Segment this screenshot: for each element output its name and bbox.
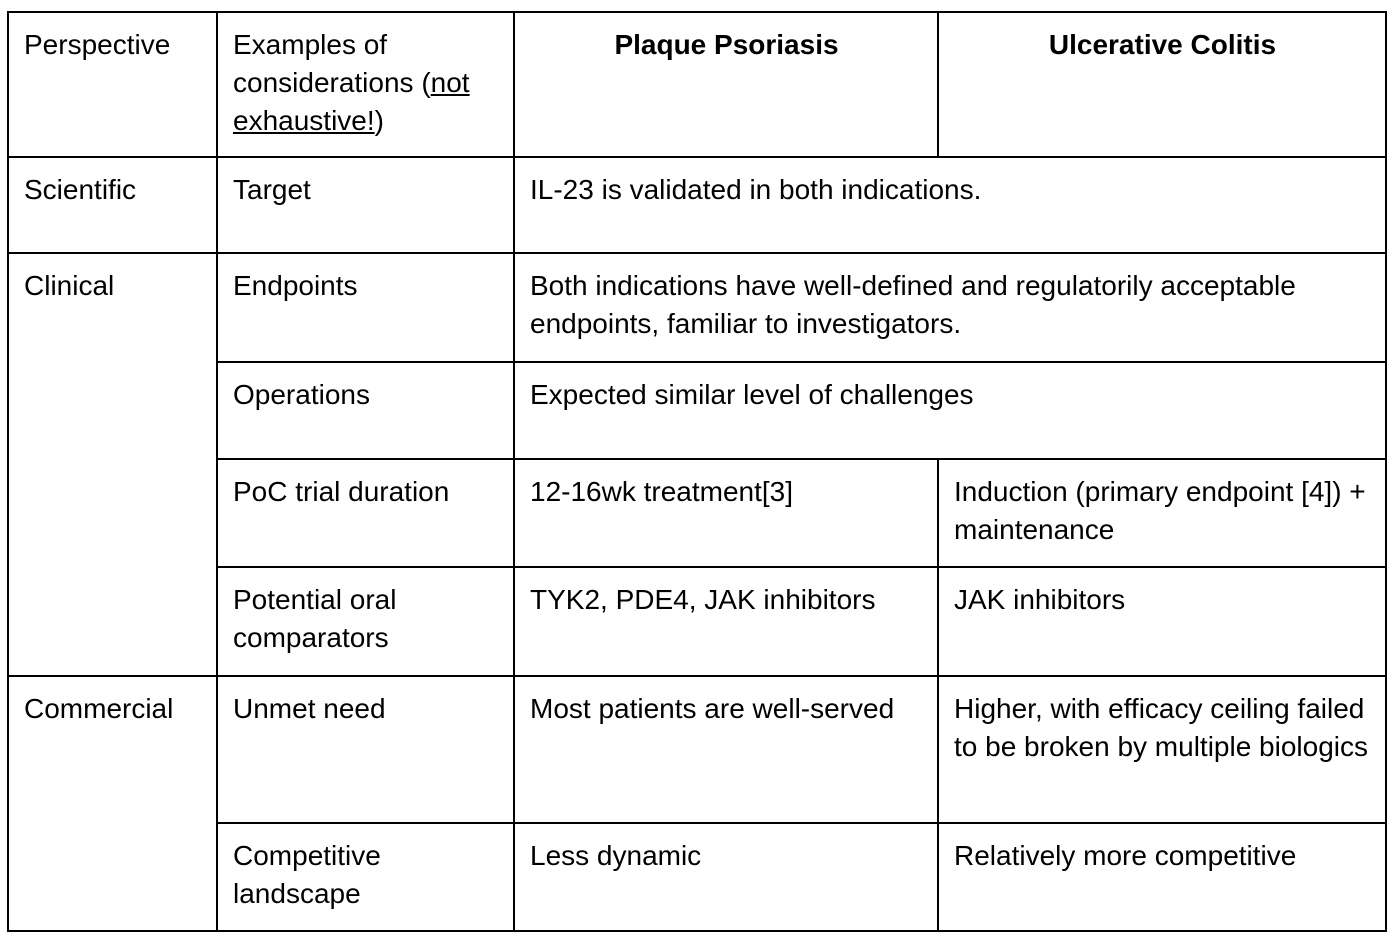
table-row: PoC trial duration 12-16wk treatment[3] … (8, 458, 1387, 568)
colitis-cell: Higher, with efficacy ceiling failed to … (937, 675, 1387, 824)
consideration-cell: Target (216, 156, 515, 254)
table-row: Potential oral comparators TYK2, PDE4, J… (8, 566, 1387, 677)
table-row: Clinical Endpoints Both indications have… (7, 252, 1387, 677)
table-row: Commercial Unmet need Most patients are … (7, 675, 1387, 932)
consideration-cell: Unmet need (216, 675, 515, 824)
table-row: Operations Expected similar level of cha… (8, 361, 1387, 460)
consideration-cell: Potential oral comparators (216, 566, 515, 677)
colitis-cell: Relatively more competitive (937, 822, 1387, 932)
perspective-cell: Commercial (7, 675, 218, 932)
header-ulcerative-colitis: Ulcerative Colitis (937, 11, 1387, 158)
colitis-cell: JAK inhibitors (937, 566, 1387, 677)
psoriasis-cell: Less dynamic (513, 822, 939, 932)
consideration-cell: Endpoints (216, 252, 515, 363)
perspective-cell: Scientific (7, 156, 218, 254)
table-row: Scientific Target IL-23 is validated in … (7, 156, 1387, 254)
psoriasis-cell: 12-16wk treatment[3] (513, 458, 939, 568)
psoriasis-cell: TYK2, PDE4, JAK inhibitors (513, 566, 939, 677)
shared-cell: Expected similar level of challenges (513, 361, 1387, 460)
consideration-cell: PoC trial duration (216, 458, 515, 568)
colitis-cell: Induction (primary endpoint [4]) + maint… (937, 458, 1387, 568)
consideration-cell: Competitive landscape (216, 822, 515, 932)
psoriasis-cell: Most patients are well-served (513, 675, 939, 824)
header-examples: Examples of considerations (not exhausti… (216, 11, 515, 158)
comparison-table: Perspective Examples of considerations (… (7, 11, 1387, 932)
header-plaque-psoriasis: Plaque Psoriasis (513, 11, 939, 158)
shared-cell: Both indications have well-defined and r… (513, 252, 1387, 363)
header-row: Perspective Examples of considerations (… (7, 11, 1387, 158)
table-row: Competitive landscape Less dynamic Relat… (8, 822, 1387, 932)
shared-cell: IL-23 is validated in both indications. (513, 156, 1387, 254)
header-perspective: Perspective (7, 11, 218, 158)
perspective-cell: Clinical (7, 252, 218, 677)
consideration-cell: Operations (216, 361, 515, 460)
